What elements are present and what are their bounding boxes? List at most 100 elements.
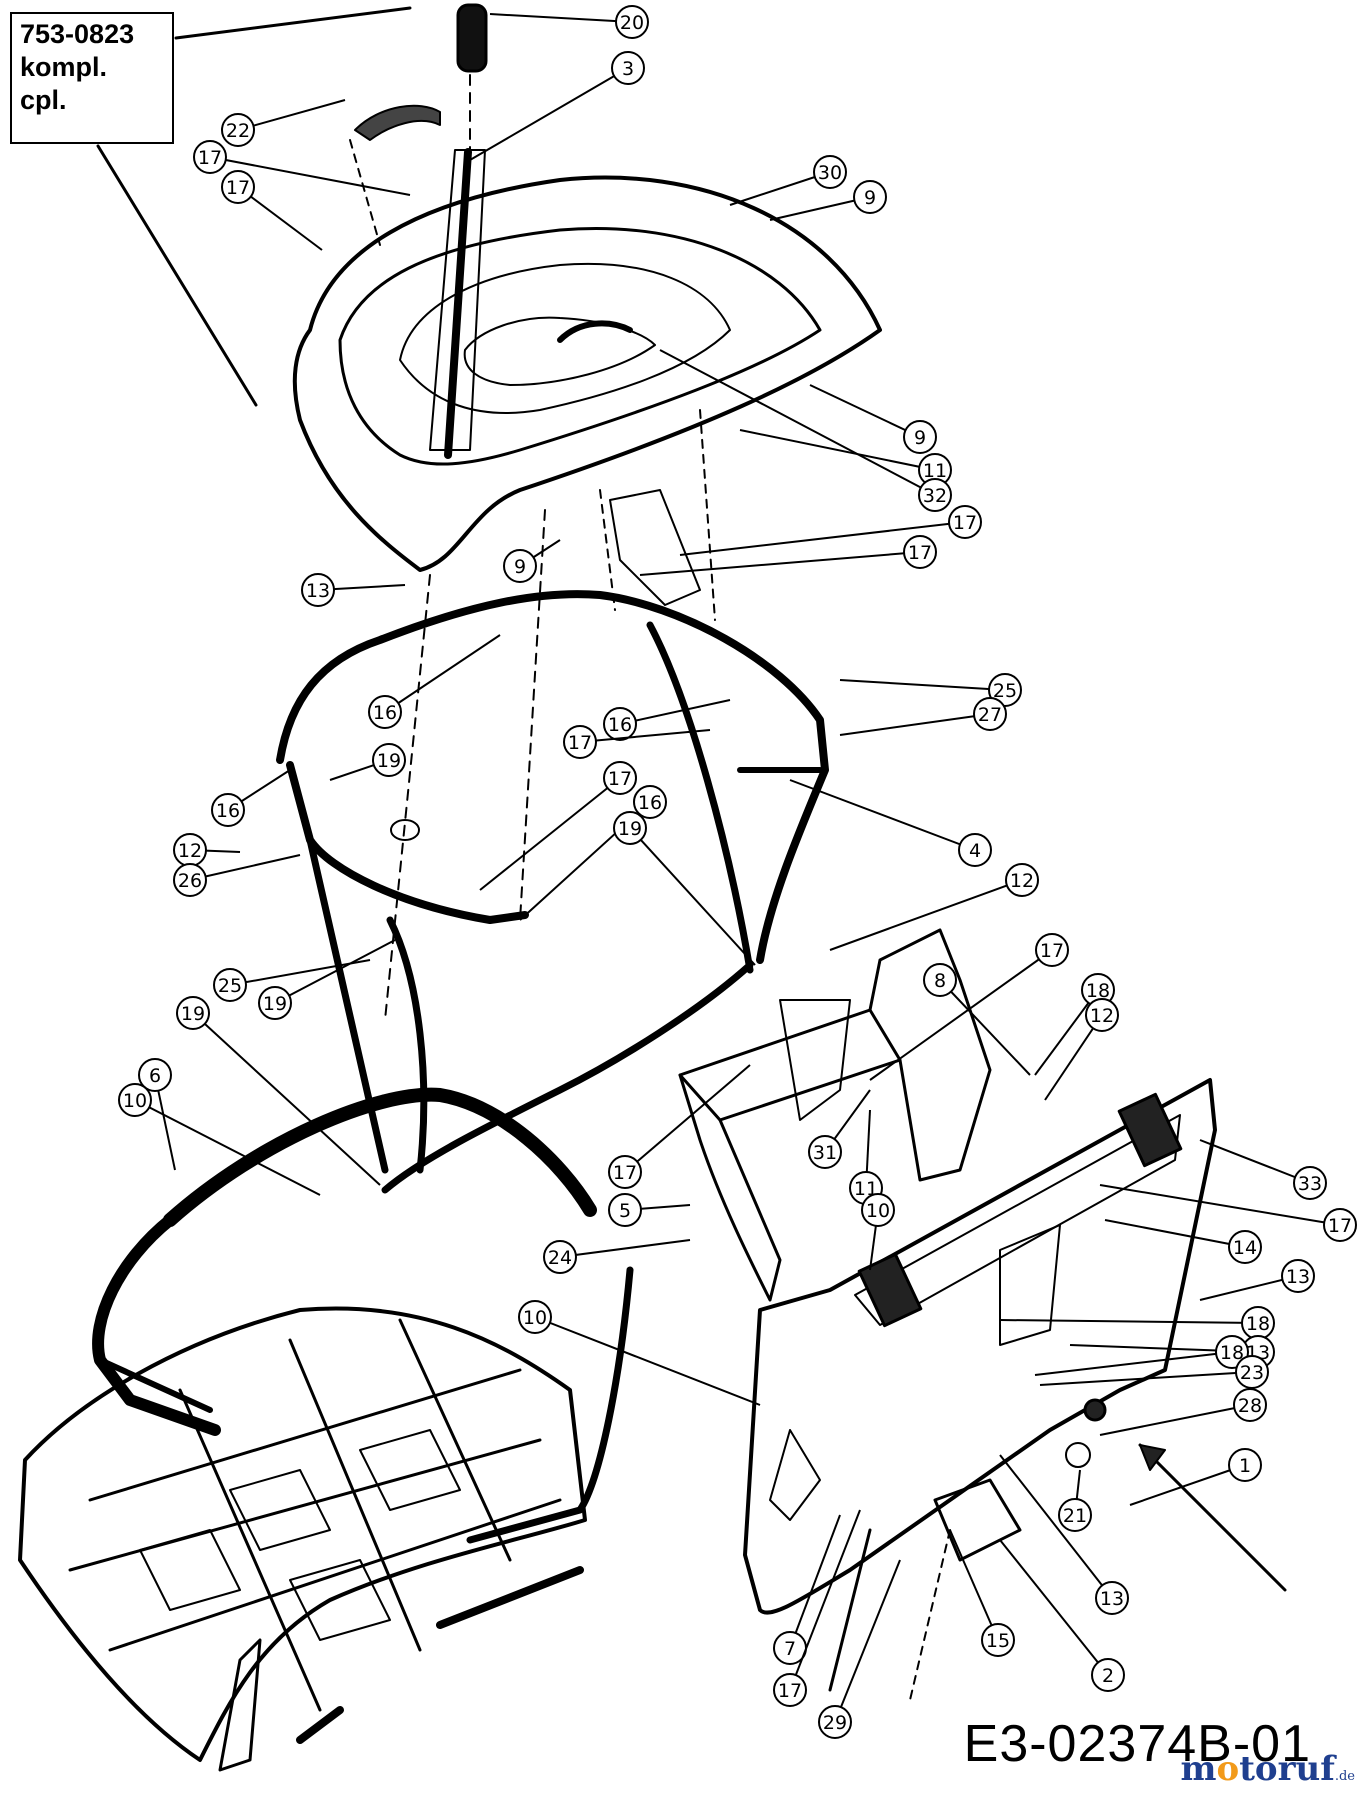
callout-leader-line [189, 854, 301, 881]
callout-number: 17 [608, 768, 632, 790]
callout-circle [1058, 1498, 1092, 1532]
callout-19: 19 [329, 743, 406, 781]
callout-number: 33 [1298, 1173, 1322, 1195]
callout-circle [603, 761, 637, 795]
callout-leader-line [1129, 1464, 1246, 1506]
callout-leader-line [134, 1099, 321, 1196]
callout-leader-line [1044, 1014, 1103, 1101]
callout-circle [958, 833, 992, 867]
callout-circle [615, 5, 649, 39]
callout-8: 8 [923, 963, 1031, 1076]
callout-17: 17 [221, 170, 323, 251]
callout-17: 17 [773, 1509, 861, 1707]
callout-10: 10 [518, 1300, 761, 1406]
callout-leader-line [629, 827, 756, 966]
callout-circle [918, 478, 952, 512]
callout-leader-line [1104, 1219, 1246, 1248]
callout-18: 18 [1034, 973, 1115, 1076]
callout-17: 17 [563, 725, 711, 759]
callout-leader-line [789, 1514, 841, 1649]
callout-number: 19 [377, 750, 401, 772]
assembly-label-fr: cpl. [20, 85, 67, 115]
callout-circle [608, 1193, 642, 1227]
callout-leader-line [839, 679, 1006, 691]
callout-number: 4 [969, 840, 981, 862]
assembly-label-de: kompl. [20, 52, 108, 82]
callout-leader-line [1034, 1351, 1233, 1376]
callout-17: 17 [639, 535, 937, 576]
callout-12: 12 [1044, 998, 1119, 1101]
callout-leader-line [1034, 989, 1099, 1076]
callout-circle [818, 1705, 852, 1739]
callout-group: 2032217173099113217171391616252717191716… [118, 5, 1357, 1739]
callout-number: 19 [618, 818, 642, 840]
callout-circle [633, 785, 667, 819]
callout-leader-line [579, 729, 711, 743]
callout-16: 16 [519, 785, 667, 921]
callout-number: 14 [1233, 1237, 1257, 1259]
callout-27: 27 [839, 697, 1007, 736]
callout-number: 22 [226, 120, 250, 142]
callout-number: 18 [1246, 1313, 1270, 1335]
callout-number: 12 [178, 840, 202, 862]
callout-leader-line [999, 1319, 1259, 1324]
callout-leader-line [237, 186, 323, 251]
callout-number: 16 [216, 800, 240, 822]
callout-number: 17 [226, 177, 250, 199]
callout-circle [1228, 1448, 1262, 1482]
callout-number: 13 [1100, 1588, 1124, 1610]
callout-circle [193, 140, 227, 174]
callout-circle [258, 986, 292, 1020]
callout-leader-line [489, 13, 633, 23]
callout-circle [372, 743, 406, 777]
callout-28: 28 [1099, 1388, 1267, 1436]
callout-circle [808, 1135, 842, 1169]
callout-number: 32 [923, 485, 947, 507]
callout-leader-line [834, 1559, 901, 1723]
callout-number: 29 [823, 1712, 847, 1734]
callout-17: 17 [1099, 1184, 1357, 1242]
callout-32: 32 [659, 349, 952, 512]
callout-31: 31 [808, 1089, 871, 1169]
callout-circle [903, 535, 937, 569]
callout-circle [1281, 1259, 1315, 1293]
assembly-part-number-box: 753-0823 kompl. cpl. [10, 12, 174, 144]
callout-circle [1323, 1208, 1357, 1242]
callout-number: 19 [263, 993, 287, 1015]
callout-leader-line [839, 713, 991, 736]
callout-circle [1085, 998, 1119, 1032]
callout-circle [903, 420, 937, 454]
callout-number: 17 [1328, 1215, 1352, 1237]
callout-circle [221, 113, 255, 147]
callout-number: 10 [866, 1200, 890, 1222]
callout-circle [503, 549, 537, 583]
callout-circle [543, 1240, 577, 1274]
callout-30: 30 [729, 155, 847, 206]
callout-25: 25 [839, 673, 1022, 707]
callout-19: 19 [258, 939, 396, 1020]
callout-leader-line [949, 1529, 999, 1641]
callout-number: 16 [638, 792, 662, 814]
callout-circle [1091, 1658, 1125, 1692]
callout-leader-line [789, 1509, 861, 1691]
callout-number: 17 [613, 1162, 637, 1184]
callout-23: 23 [1039, 1355, 1269, 1389]
diagram-reference-code: E3-02374B-01 [963, 1715, 1311, 1773]
callout-number: 18 [1220, 1342, 1244, 1364]
callout-circle [613, 811, 647, 845]
callout-circle [773, 1673, 807, 1707]
callout-number: 17 [953, 512, 977, 534]
callout-leader-line [274, 939, 396, 1004]
callout-9: 9 [809, 384, 937, 454]
callout-17: 17 [479, 761, 637, 891]
callout-number: 10 [123, 1090, 147, 1112]
callout-16: 16 [211, 769, 291, 827]
callout-number: 17 [778, 1680, 802, 1702]
callout-number: 9 [914, 427, 926, 449]
watermark-brand-end: toruf [1239, 1749, 1335, 1789]
callout-circle [611, 51, 645, 85]
callout-circle [301, 573, 335, 607]
watermark-logo: motoruf.de [1181, 1752, 1355, 1786]
callout-19: 19 [613, 811, 756, 966]
